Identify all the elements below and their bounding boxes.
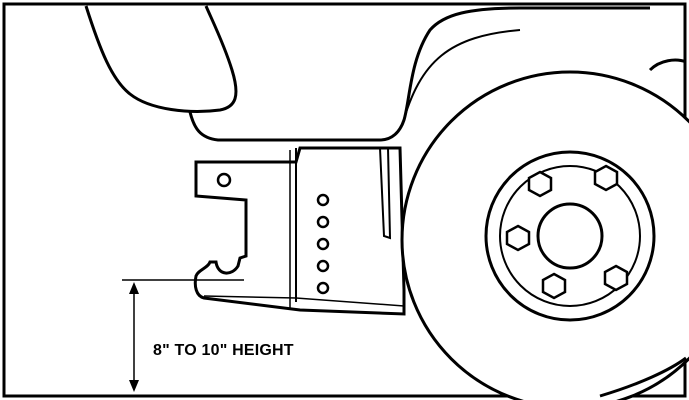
height-arrow-up-head [129, 282, 139, 294]
fender-shape [84, 5, 238, 113]
caliper-tab [648, 58, 687, 72]
lug-nut-1 [527, 170, 553, 198]
lug-nut-5 [603, 264, 629, 292]
body-inner-line [401, 29, 521, 127]
adjust-hole-2 [316, 215, 330, 229]
lug-nut-2 [593, 164, 619, 192]
adjust-hole-3 [316, 237, 330, 251]
bracket-inner-right [379, 147, 392, 240]
height-label: 8" TO 10" HEIGHT [153, 342, 294, 359]
lug-nut-4 [541, 272, 567, 300]
hub-center [536, 202, 604, 270]
adjust-hole-4 [316, 259, 330, 273]
brake-rotor-ring [499, 165, 641, 307]
rotor-lower-arc [599, 356, 687, 398]
height-arrow-down-head [129, 380, 139, 392]
adjust-hole-1 [316, 193, 330, 207]
bracket-mount-hole [216, 172, 232, 188]
mounting-bracket [193, 146, 406, 316]
bracket-bottom-ledge [203, 295, 405, 307]
adjust-hole-5 [316, 281, 330, 295]
lug-nut-3 [505, 224, 531, 252]
